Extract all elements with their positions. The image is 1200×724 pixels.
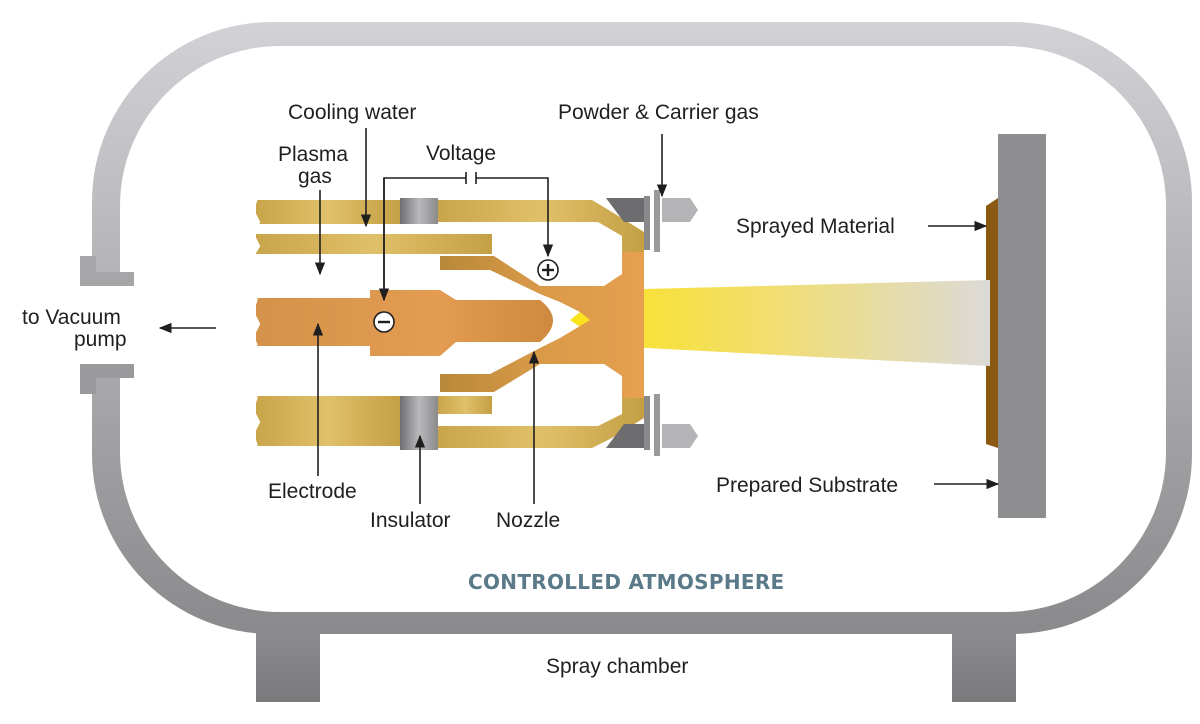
gun-body-top-inner [256, 234, 492, 254]
label-plasma-gas-1: Plasma [278, 143, 348, 166]
positive-terminal [537, 259, 559, 281]
nozzle-anode [440, 252, 644, 398]
label-to-vacuum-1: to Vacuum [22, 306, 121, 329]
sprayed-material-layer [986, 198, 998, 448]
label-nozzle: Nozzle [496, 509, 560, 532]
gun-body-top-front [438, 200, 644, 252]
vacuum-port-flange-top [80, 256, 134, 286]
vacuum-port-gap [80, 278, 140, 370]
vacuum-port-flange-bottom [80, 364, 134, 394]
negative-terminal [373, 311, 395, 333]
label-cooling-water: Cooling water [288, 101, 416, 124]
insulator-bottom [400, 396, 438, 450]
label-to-vacuum-2: pump [74, 328, 127, 351]
label-insulator: Insulator [370, 509, 451, 532]
gun-body-bottom-front [438, 398, 644, 448]
label-plasma-gas-2: gas [298, 165, 332, 188]
insulator-top [400, 198, 438, 224]
label-prepared-substrate: Prepared Substrate [716, 474, 898, 497]
label-controlled-atmosphere: CONTROLLED ATMOSPHERE [468, 570, 784, 594]
label-electrode: Electrode [268, 480, 357, 503]
break-edge-left [248, 197, 261, 447]
label-powder-carrier-gas: Powder & Carrier gas [558, 101, 759, 124]
powder-injector-top [606, 190, 698, 252]
label-sprayed-material: Sprayed Material [736, 215, 895, 238]
label-voltage: Voltage [426, 142, 496, 165]
plasma-plume [570, 280, 990, 366]
electrode-cathode [256, 290, 553, 356]
label-spray-chamber: Spray chamber [546, 655, 688, 678]
gun-body-top-outer [256, 200, 400, 224]
gun-body-bottom-inner [438, 396, 492, 414]
powder-injector-bottom [606, 394, 698, 456]
gun-body-bottom-outer [256, 396, 400, 446]
prepared-substrate [998, 134, 1046, 518]
